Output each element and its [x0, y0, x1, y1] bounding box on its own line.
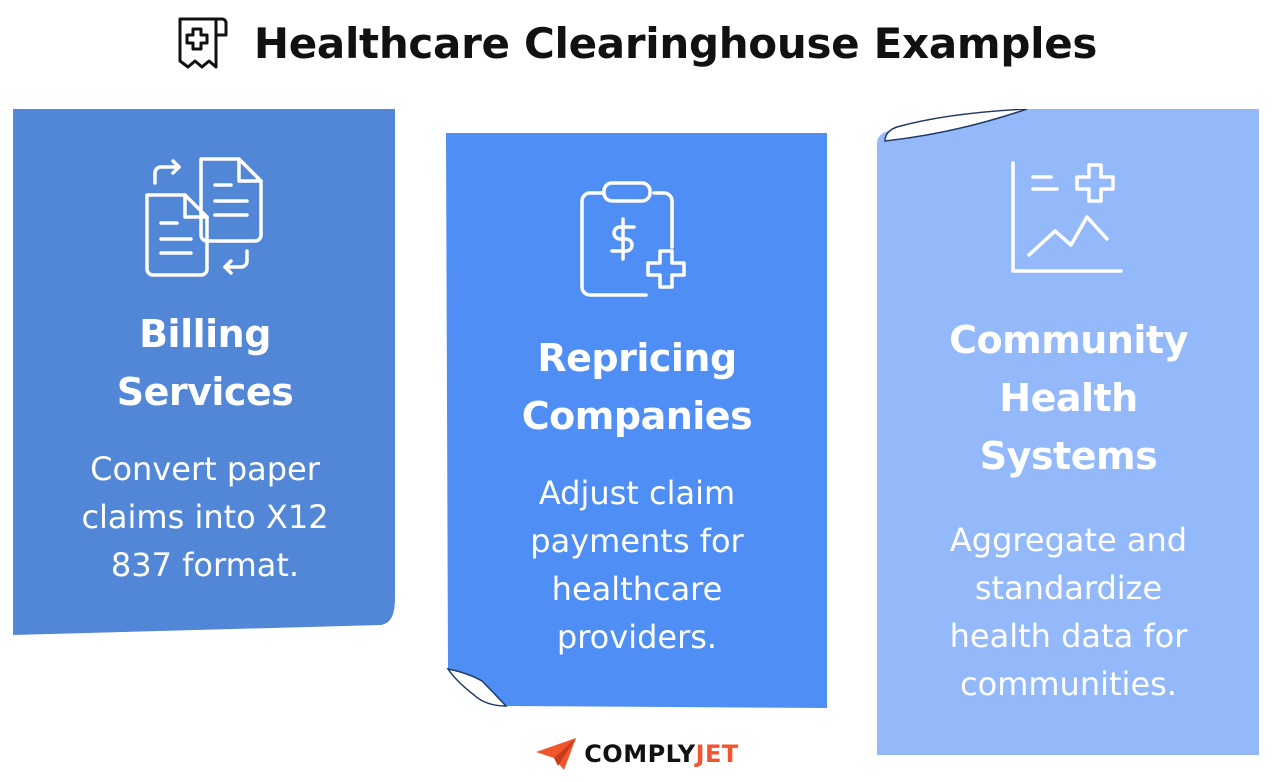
card-description: Convert paper claims into X12 837 format…	[81, 450, 329, 584]
header: Healthcare Clearinghouse Examples	[0, 12, 1273, 74]
card-background	[877, 109, 1259, 755]
card-community-health-systems: Community Health Systems Aggregate and s…	[877, 109, 1260, 755]
documents-exchange-icon	[145, 157, 263, 277]
card-repricing-companies: Repricing Companies Adjust claim payment…	[446, 133, 828, 708]
card-background	[446, 133, 827, 708]
chart-medical-icon	[1011, 161, 1123, 273]
paper-plane-icon	[536, 738, 577, 770]
card-description: Adjust claim payments for healthcare pro…	[530, 474, 744, 656]
card-description: Aggregate and standardize health data fo…	[949, 521, 1188, 703]
brand-name: COMPLYJET	[584, 740, 739, 768]
brand-name-part1: COMPLY	[584, 740, 696, 768]
brand-logo: COMPLYJET	[0, 736, 1273, 772]
card-billing-services: Billing Services Convert paper claims in…	[13, 109, 397, 635]
card-title: Billing Services	[116, 312, 294, 414]
page-title: Healthcare Clearinghouse Examples	[253, 18, 1098, 68]
clipboard-dollar-plus-icon	[580, 181, 686, 297]
card-title: Community Health Systems	[949, 318, 1188, 478]
brand-name-part2: JET	[695, 740, 739, 768]
receipt-medical-icon	[178, 17, 228, 69]
card-title: Repricing Companies	[521, 336, 753, 438]
card-background	[13, 109, 395, 635]
